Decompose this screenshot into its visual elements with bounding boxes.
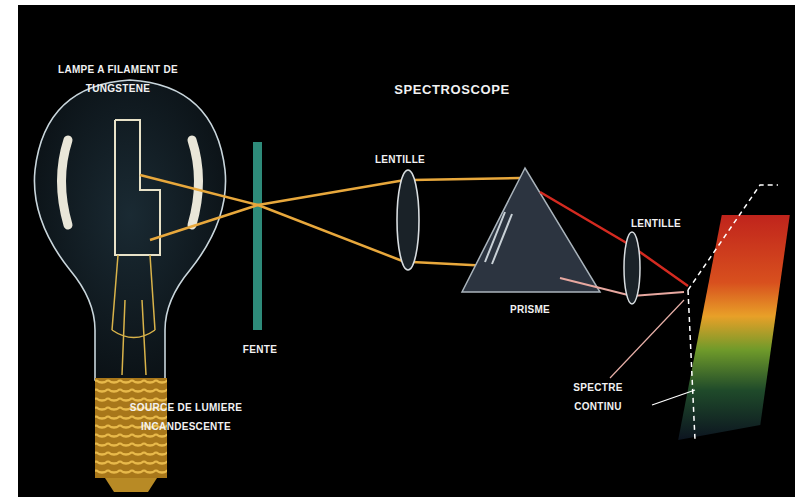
slit (253, 142, 262, 330)
lens (624, 232, 640, 304)
leader-line (652, 390, 695, 405)
screen-edge (688, 185, 778, 290)
leader-line (610, 300, 684, 378)
part-label: LENTILLE (616, 214, 696, 233)
reflector (62, 140, 69, 225)
light-ray (150, 180, 405, 240)
part-label: FENTE (220, 340, 300, 359)
prism (462, 168, 600, 292)
red-ray (540, 192, 688, 286)
screen-edge (688, 290, 695, 440)
diagram-title: SPECTROSCOPE (352, 78, 552, 103)
part-label: PRISME (485, 300, 575, 319)
part-label: LENTILLE (355, 150, 445, 169)
filament-support (112, 255, 155, 375)
filament (115, 120, 160, 255)
part-label: SPECTRE CONTINU (558, 378, 638, 416)
part-label: SOURCE DE LUMIERE INCANDESCENTE (111, 398, 261, 436)
part-label: LAMPE A FILAMENT DE TUNGSTENE (53, 60, 183, 98)
violet-ray (560, 278, 684, 296)
light-ray (412, 178, 520, 180)
reflector (192, 140, 199, 225)
base-tip (105, 478, 157, 492)
bulb-glass (34, 80, 225, 380)
lens (397, 170, 419, 270)
background (18, 5, 795, 497)
light-ray (140, 175, 405, 262)
prism-highlight (485, 212, 512, 264)
spectrum-band (678, 215, 790, 440)
